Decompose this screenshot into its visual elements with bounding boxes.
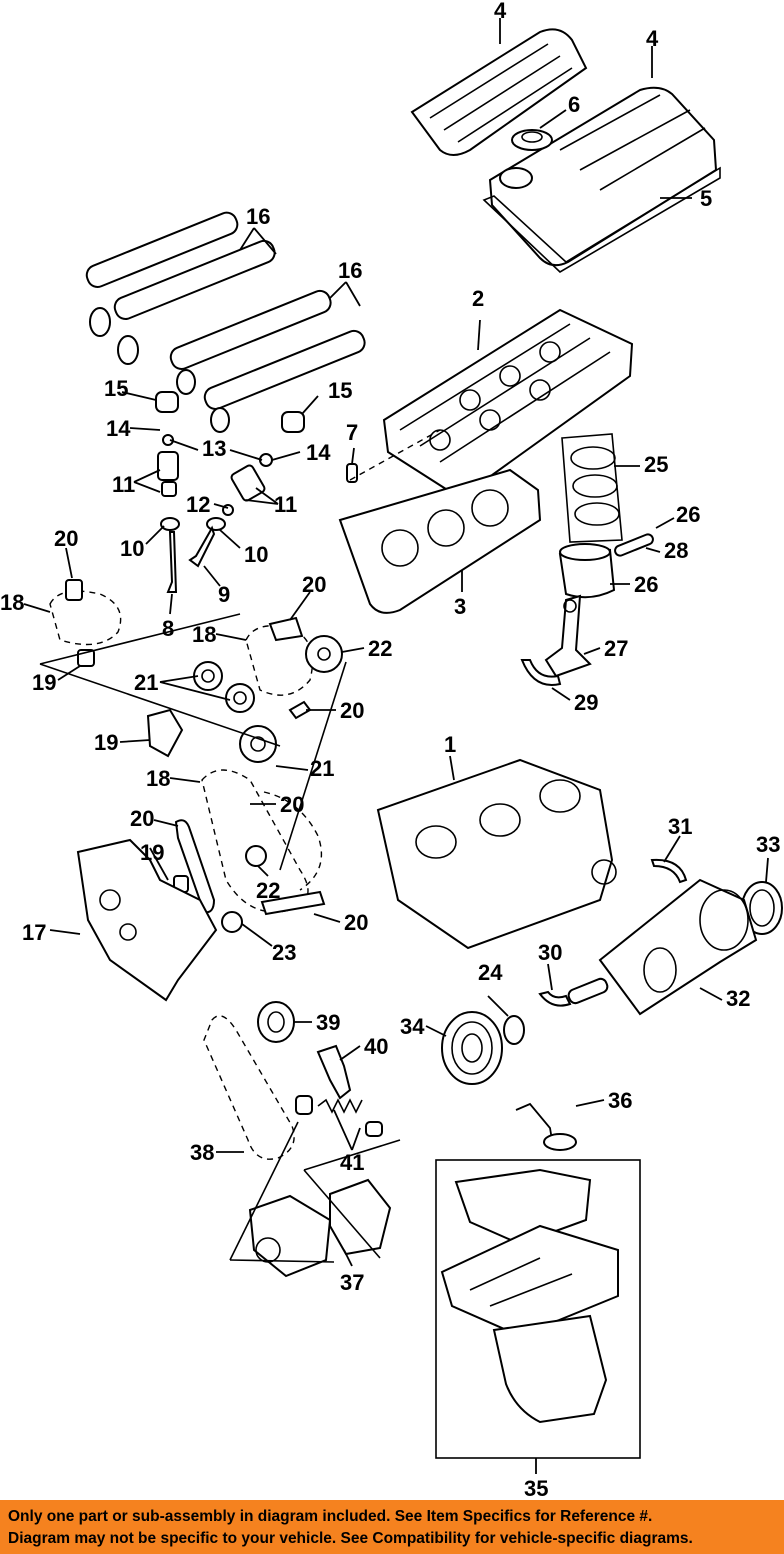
callout-4: 4: [494, 0, 507, 23]
callout-34: 34: [400, 1014, 425, 1039]
callout-41: 41: [340, 1150, 364, 1175]
callout-15: 15: [328, 378, 352, 403]
callout-20: 20: [340, 698, 364, 723]
piston-pin: [614, 533, 654, 557]
oil-filler-cap: [511, 129, 553, 151]
callout-8: 8: [162, 616, 174, 641]
callout-32: 32: [726, 986, 750, 1011]
valve-train-parts: [155, 391, 358, 593]
callout-9: 9: [218, 582, 230, 607]
head-gasket: [338, 468, 542, 614]
callout-15: 15: [104, 376, 128, 401]
callout-27: 27: [604, 636, 628, 661]
callout-40: 40: [364, 1034, 388, 1059]
callout-14: 14: [306, 440, 331, 465]
piston-rings: [561, 433, 623, 543]
oil-pan-assembly-box: [435, 1159, 641, 1459]
rod-bearing: [520, 659, 562, 686]
callout-30: 30: [538, 940, 562, 965]
thrust-washers: [650, 858, 688, 884]
callout-11: 11: [112, 472, 135, 497]
callout-1: 1: [444, 732, 456, 757]
callout-22: 22: [256, 878, 280, 903]
callout-17: 17: [22, 920, 46, 945]
callout-20: 20: [54, 526, 78, 551]
leader-lines: [23, 18, 769, 1474]
callout-10: 10: [120, 536, 144, 561]
callout-19: 19: [94, 730, 118, 755]
callout-3: 3: [454, 594, 466, 619]
callout-36: 36: [608, 1088, 632, 1113]
callout-20: 20: [302, 572, 326, 597]
callout-25: 25: [644, 452, 668, 477]
callout-2: 2: [472, 286, 484, 311]
callout-28: 28: [664, 538, 688, 563]
callout-33: 33: [756, 832, 780, 857]
callout-22: 22: [368, 636, 392, 661]
crank-pulley: [441, 1011, 503, 1085]
callout-12: 12: [186, 492, 210, 517]
callout-24: 24: [478, 960, 503, 985]
oil-pan-upper: [440, 1168, 619, 1338]
disclaimer-line-1: Only one part or sub-assembly in diagram…: [8, 1508, 653, 1525]
piston: [558, 543, 616, 599]
callout-16: 16: [338, 258, 362, 283]
cylinder-head: [382, 308, 634, 500]
callout-4: 4: [646, 26, 659, 51]
callout-31: 31: [668, 814, 692, 839]
front-crank-seal: [503, 1015, 525, 1045]
tensioner-spring: [295, 1095, 383, 1137]
timing-seals-and-sprockets: [146, 661, 312, 933]
callout-21: 21: [134, 670, 158, 695]
camshafts-upper: [85, 211, 276, 365]
callout-19: 19: [140, 840, 164, 865]
callout-39: 39: [316, 1010, 340, 1035]
callout-21: 21: [310, 756, 334, 781]
engine-exploded-diagram: 4 4 6 5 16 16 2 15 15 14 13 14 7 11 12 1…: [0, 0, 783, 1500]
callout-18: 18: [192, 622, 216, 647]
callout-7: 7: [346, 420, 358, 445]
callout-14: 14: [106, 416, 131, 441]
oil-pump-sprocket: [257, 1001, 295, 1043]
callout-20: 20: [344, 910, 368, 935]
timing-chain-upper-right: [245, 616, 343, 696]
chain-guide: [316, 1044, 352, 1100]
crankshaft: [567, 878, 758, 1016]
callout-26: 26: [676, 502, 700, 527]
callout-16: 16: [246, 204, 270, 229]
callout-20: 20: [280, 792, 304, 817]
engine-block: [376, 758, 617, 950]
callout-35: 35: [524, 1476, 548, 1500]
oil-pan-lower: [492, 1314, 608, 1424]
callout-26: 26: [634, 572, 658, 597]
timing-cover: [76, 838, 218, 1002]
oil-pickup-tube: [515, 1102, 577, 1151]
callout-13: 13: [202, 436, 226, 461]
callout-18: 18: [146, 766, 170, 791]
callout-19: 19: [32, 670, 56, 695]
callout-29: 29: [574, 690, 598, 715]
valve-cover-right: [488, 86, 718, 267]
oil-pump: [248, 1178, 392, 1278]
callout-10: 10: [244, 542, 268, 567]
oil-pump-chain: [203, 1015, 295, 1160]
callout-11: 11: [274, 492, 297, 517]
callout-20: 20: [130, 806, 154, 831]
disclaimer-banner: Only one part or sub-assembly in diagram…: [0, 1500, 784, 1554]
callout-6: 6: [568, 92, 580, 117]
main-bearing: [538, 990, 572, 1007]
valve-cover-gasket: [482, 166, 721, 273]
callout-23: 23: [272, 940, 296, 965]
callout-18: 18: [0, 590, 24, 615]
valve-cover-left: [410, 28, 588, 156]
callout-numbers: 4 4 6 5 16 16 2 15 15 14 13 14 7 11 12 1…: [0, 0, 780, 1500]
camshafts-lower: [169, 289, 366, 433]
callout-5: 5: [700, 186, 712, 211]
connecting-rod: [544, 594, 592, 678]
callout-37: 37: [340, 1270, 364, 1295]
timing-chain-upper-left: [49, 579, 122, 667]
callout-38: 38: [190, 1140, 214, 1165]
disclaimer-line-2: Diagram may not be specific to your vehi…: [8, 1530, 693, 1547]
